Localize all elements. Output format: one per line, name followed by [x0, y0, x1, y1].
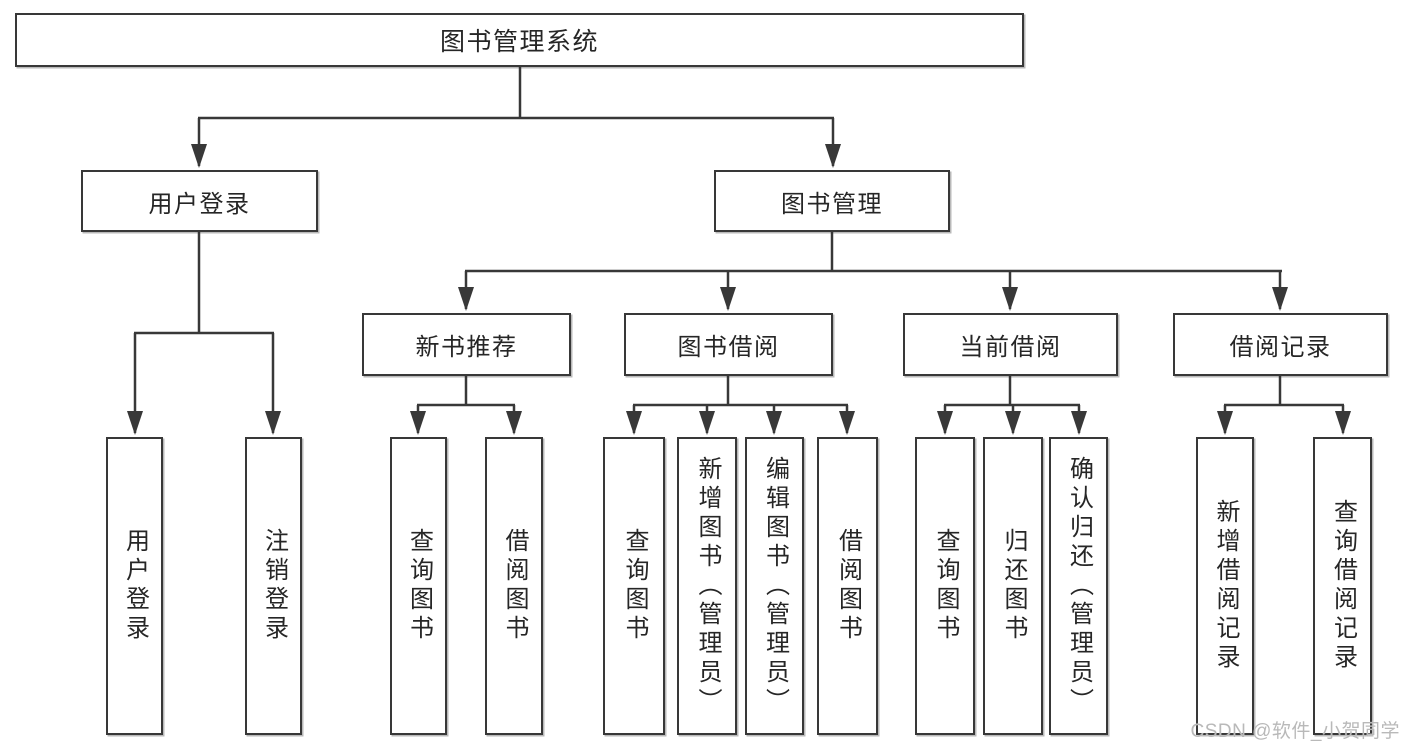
node-book-management: 图书管理: [714, 170, 950, 232]
leaf-query-books-current: 查询图书: [915, 437, 975, 735]
node-label: 确认归还（管理员）: [1065, 455, 1093, 717]
leaf-add-borrow-record: 新增借阅记录: [1196, 437, 1254, 735]
node-label: 查询图书: [932, 528, 959, 644]
node-label: 图书管理: [781, 190, 883, 218]
node-new-book-recommend: 新书推荐: [362, 313, 571, 376]
node-label: 借阅图书: [501, 528, 528, 644]
node-library-management-system: 图书管理系统: [15, 13, 1024, 67]
node-label: 借阅记录: [1229, 334, 1332, 361]
node-label: 新增图书（管理员）: [694, 455, 721, 717]
leaf-query-books-recommend: 查询图书: [390, 437, 447, 735]
leaf-return-books: 归还图书: [983, 437, 1043, 735]
node-label: 编辑图书（管理员）: [761, 455, 789, 717]
node-book-borrow: 图书借阅: [624, 313, 833, 376]
node-label: 归还图书: [1000, 528, 1027, 644]
node-label: 图书管理系统: [439, 28, 599, 56]
node-label: 注销登录: [260, 528, 288, 644]
leaf-query-books-borrow: 查询图书: [603, 437, 665, 735]
leaf-query-borrow-record: 查询借阅记录: [1313, 437, 1372, 735]
node-label: 查询图书: [405, 528, 433, 644]
node-label: 新增借阅记录: [1212, 499, 1239, 673]
leaf-user-login: 用户登录: [106, 437, 163, 735]
node-current-borrow: 当前借阅: [903, 313, 1118, 376]
node-label: 用户登录: [121, 528, 149, 644]
csdn-watermark: CSDN @软件_小贺同学: [1190, 721, 1400, 742]
leaf-confirm-return-admin: 确认归还（管理员）: [1049, 437, 1108, 735]
node-label: 新书推荐: [415, 334, 518, 361]
leaf-borrow-books-recommend: 借阅图书: [485, 437, 543, 735]
leaf-edit-books-admin: 编辑图书（管理员）: [745, 437, 804, 735]
node-label: 查询图书: [621, 528, 648, 644]
node-user-login: 用户登录: [81, 170, 318, 232]
node-label: 图书借阅: [677, 334, 780, 361]
node-label: 借阅图书: [834, 528, 862, 644]
leaf-add-books-admin: 新增图书（管理员）: [677, 437, 737, 735]
node-label: 用户登录: [148, 190, 251, 218]
leaf-borrow-books: 借阅图书: [817, 437, 878, 735]
node-label: 当前借阅: [959, 334, 1062, 361]
node-label: 查询借阅记录: [1329, 499, 1357, 673]
node-borrow-record: 借阅记录: [1173, 313, 1388, 376]
leaf-logout: 注销登录: [245, 437, 302, 735]
